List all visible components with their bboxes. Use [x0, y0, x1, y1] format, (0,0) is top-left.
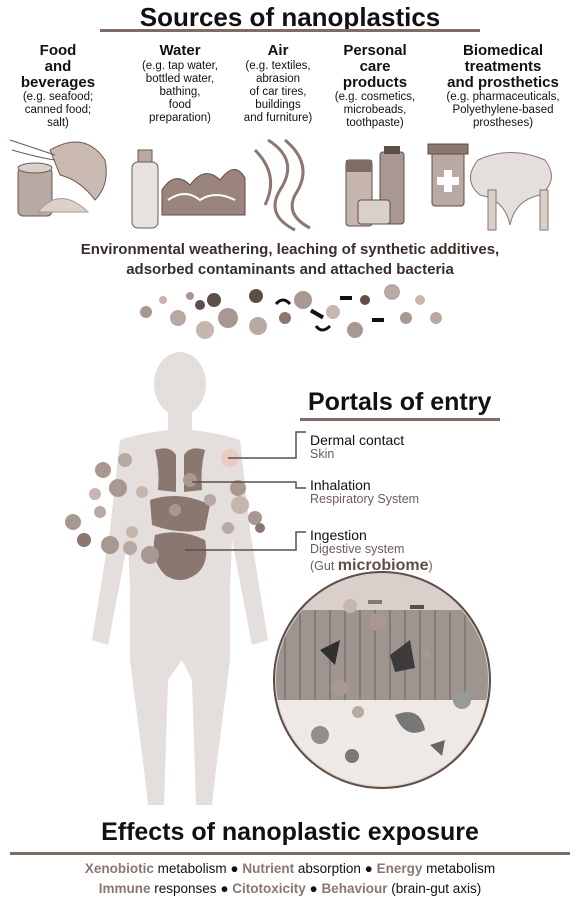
source-air-detail-4: buildings: [255, 98, 301, 111]
portal-ingestion-label: Ingestion: [310, 527, 367, 543]
effect-immune: Immune: [98, 880, 151, 896]
air-icon: [253, 138, 311, 232]
source-biomedical-detail-3: prostheses): [472, 117, 534, 130]
portal-ingestion: Ingestion Digestive system (Gut microbio…: [310, 527, 433, 575]
source-water-detail-4: food: [168, 98, 192, 111]
effect-xenobiotic-text: metabolism: [153, 861, 227, 876]
portal-inhalation-label: Inhalation: [310, 477, 371, 493]
source-food: Food and beverages (e.g. seafood; canned…: [8, 42, 108, 130]
portal-ingestion-sub2: (Gut microbiome): [310, 557, 433, 575]
source-personal-care-heading-2: care: [359, 57, 391, 75]
portal-dermal-label: Dermal contact: [310, 432, 405, 448]
effects-underline: [10, 852, 570, 855]
source-biomedical-detail-2: Polyethylene-based: [452, 104, 554, 117]
source-biomedical-heading-2: treatments: [464, 57, 542, 75]
effect-immune-text: responses: [150, 880, 217, 896]
body-particles: [65, 453, 265, 568]
effect-behaviour-text: (brain-gut axis): [387, 880, 482, 896]
source-water-detail-1: (e.g. tap water,: [141, 59, 219, 72]
effect-energy: Energy: [376, 861, 423, 876]
effect-separator: ●: [230, 861, 239, 876]
source-water: Water (e.g. tap water, bottled water, ba…: [126, 43, 234, 124]
source-food-heading-1: Food: [39, 42, 77, 59]
page-title: Sources of nanoplastics: [139, 2, 441, 32]
source-water-heading: Water: [159, 42, 201, 59]
effects-line-2: Immune responses ● Citotoxicity ● Behavi…: [0, 879, 580, 899]
source-personal-care-detail-1: (e.g. cosmetics,: [334, 91, 416, 104]
source-air-detail-1: (e.g. textiles,: [245, 59, 311, 72]
nanoplastic-particles: [140, 284, 442, 339]
source-personal-care-detail-2: microbeads,: [343, 104, 407, 117]
portals-title: Portals of entry: [308, 388, 492, 416]
source-food-detail-1: (e.g. seafood;: [22, 91, 94, 104]
source-food-detail-3: salt): [47, 117, 69, 130]
portal-dermal-sub: Skin: [310, 447, 335, 462]
effect-xenobiotic: Xenobiotic: [84, 861, 154, 876]
effects-title: Effects of nanoplastic exposure: [101, 818, 479, 846]
effect-separator: ●: [309, 880, 318, 896]
title-underline: [100, 29, 480, 32]
effects-list: Xenobiotic metabolism ● Nutrient absorpt…: [0, 859, 580, 898]
source-water-detail-2: bottled water,: [145, 72, 215, 85]
portals-underline: [300, 418, 500, 421]
source-personal-care: Personal care products (e.g. cosmetics, …: [325, 42, 425, 130]
source-biomedical-heading-1: Biomedical: [462, 42, 544, 59]
source-personal-care-heading-3: products: [342, 73, 408, 91]
water-icon: [131, 149, 246, 229]
source-water-detail-3: bathing,: [159, 85, 201, 98]
source-biomedical-heading-3: and prosthetics: [447, 73, 559, 91]
source-food-heading-2: and: [44, 57, 72, 75]
weathering-line-1: Environmental weathering, leaching of sy…: [80, 241, 500, 258]
effect-behaviour: Behaviour: [321, 880, 388, 896]
weathering-text: Environmental weathering, leaching of sy…: [0, 240, 580, 281]
effect-nutrient: Nutrient: [242, 861, 295, 876]
source-food-heading-3: beverages: [20, 73, 96, 91]
effect-energy-text: metabolism: [422, 861, 496, 876]
portal-ingestion-sub2-suffix: ): [428, 559, 433, 574]
portal-inhalation: Inhalation Respiratory System: [310, 477, 420, 507]
effect-nutrient-text: absorption: [294, 861, 361, 876]
source-food-detail-2: canned food;: [24, 104, 92, 117]
food-icon: [9, 139, 107, 217]
source-water-detail-5: preparation): [148, 112, 211, 124]
portal-connectors: [185, 431, 306, 551]
source-personal-care-heading-1: Personal: [343, 42, 407, 59]
biomedical-icon: [427, 143, 552, 231]
source-air-detail-3: of car tires,: [249, 85, 307, 98]
portal-ingestion-sub2-bold: microbiome: [337, 557, 429, 575]
source-biomedical-detail-1: (e.g. pharmaceuticals,: [446, 91, 560, 104]
effect-citotoxicity: Citotoxicity: [232, 880, 306, 896]
source-air-heading: Air: [267, 42, 289, 59]
portal-ingestion-sub: Digestive system: [310, 542, 405, 557]
source-air: Air (e.g. textiles, abrasion of car tire…: [232, 43, 324, 124]
internal-organs: [150, 448, 239, 580]
weathering-line-2: adsorbed contaminants and attached bacte…: [126, 261, 454, 279]
gut-microbiome-illustration: [273, 571, 491, 789]
portal-inhalation-sub: Respiratory System: [310, 492, 420, 507]
portal-dermal: Dermal contact Skin: [310, 432, 405, 462]
effect-separator: ●: [364, 861, 373, 876]
source-biomedical: Biomedical treatments and prosthetics (e…: [430, 42, 576, 130]
source-air-detail-2: abrasion: [255, 72, 301, 85]
source-personal-care-detail-3: toothpaste): [346, 117, 404, 130]
personal-care-icon: [345, 146, 405, 227]
effect-separator: ●: [220, 880, 229, 896]
source-air-detail-5: and furniture): [243, 112, 313, 124]
portal-ingestion-sub2-prefix: (Gut: [310, 559, 338, 574]
effects-line-1: Xenobiotic metabolism ● Nutrient absorpt…: [0, 859, 580, 879]
